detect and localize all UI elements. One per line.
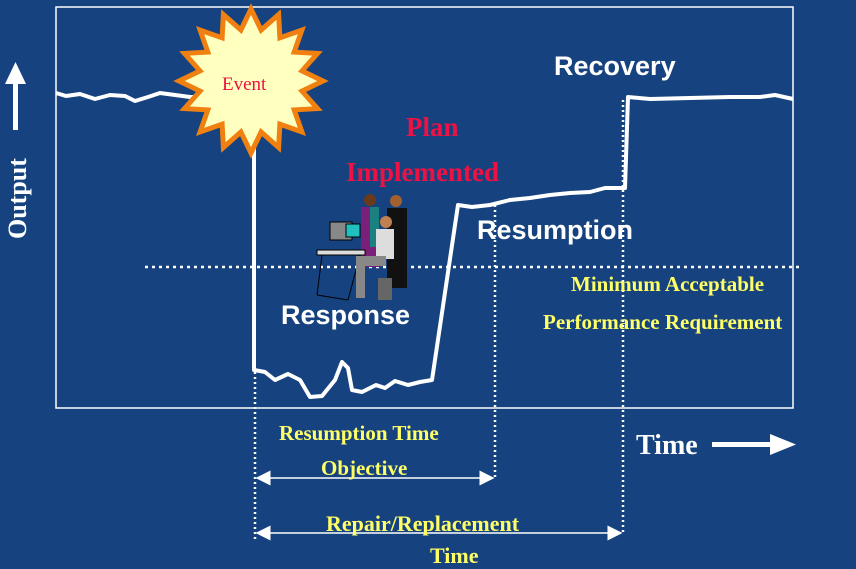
arrow-up-icon [5,62,26,130]
time-axis-label: Time [636,430,698,461]
rrt-label-line2: Time [430,543,479,568]
min-requirement-line1: Minimum Acceptable [571,272,765,296]
plan-label-line2: Implemented [346,157,499,187]
plot-frame [55,6,794,409]
rto-label-line1: Resumption Time [279,421,439,445]
people-at-computer-icon [316,194,407,301]
arrow-right-icon [712,434,796,455]
recovery-label: Recovery [554,51,676,81]
event-label: Event [222,74,267,95]
rrt-label-line1: Repair/Replacement [326,511,520,536]
min-requirement-line2: Performance Requirement [543,310,783,334]
rto-label-line2: Objective [321,456,408,480]
output-axis-label: Output [3,158,32,239]
event-burst [173,3,329,159]
plan-label-line1: Plan [406,112,459,142]
output-curve [55,91,794,399]
resumption-label: Resumption [477,215,634,245]
response-label: Response [281,300,411,330]
